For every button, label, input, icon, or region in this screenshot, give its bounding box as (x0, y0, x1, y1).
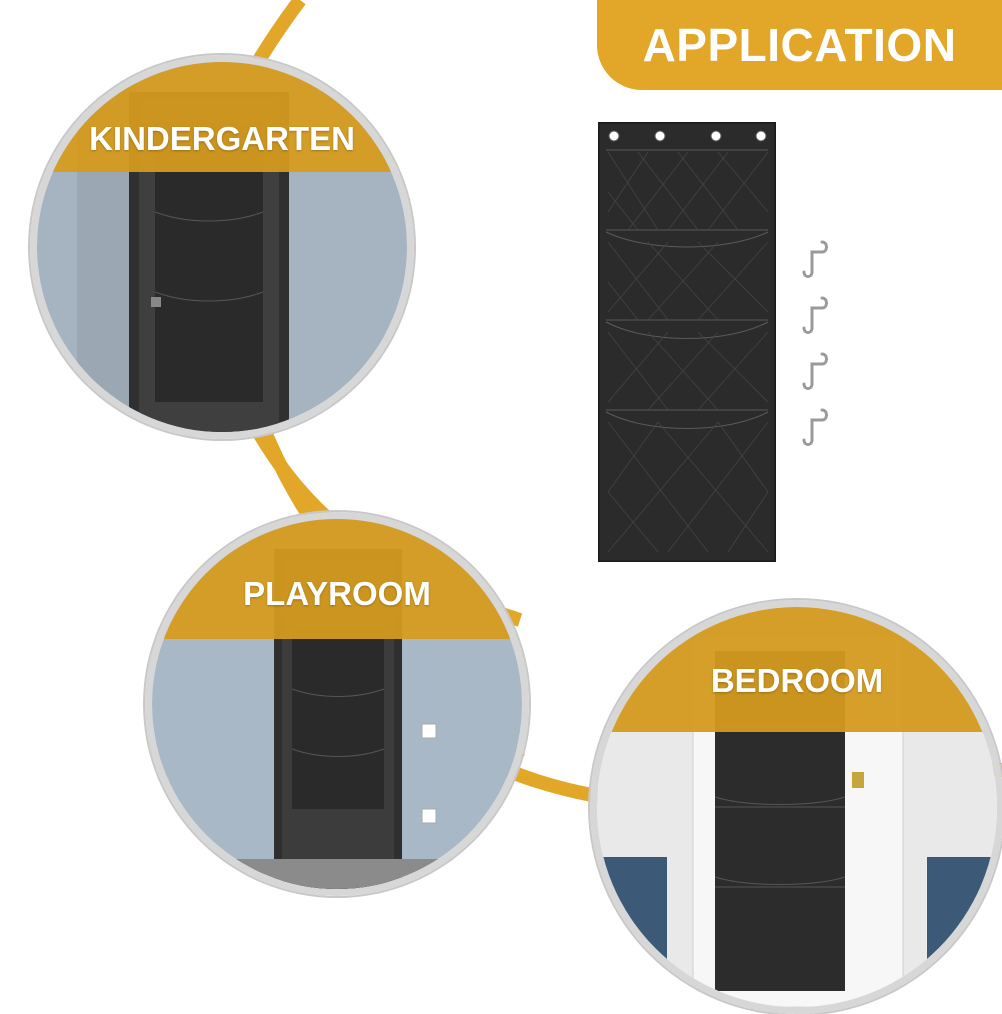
organizer-image (598, 122, 776, 562)
application-title-banner: APPLICATION (597, 0, 1002, 90)
s-hook-icon (802, 240, 828, 446)
bedroom-label: BEDROOM (710, 662, 884, 699)
kindergarten-scene: KINDERGARTEN (30, 55, 414, 439)
playroom-scene: PLAYROOM (145, 512, 529, 896)
playroom-label: PLAYROOM (243, 575, 431, 612)
bedroom-scene: BEDROOM (590, 600, 1002, 1014)
kindergarten-label: KINDERGARTEN (89, 120, 355, 157)
bedroom-band (597, 607, 997, 732)
playroom-band (152, 519, 522, 639)
kindergarten-band (37, 62, 407, 172)
application-title: APPLICATION (642, 19, 957, 71)
